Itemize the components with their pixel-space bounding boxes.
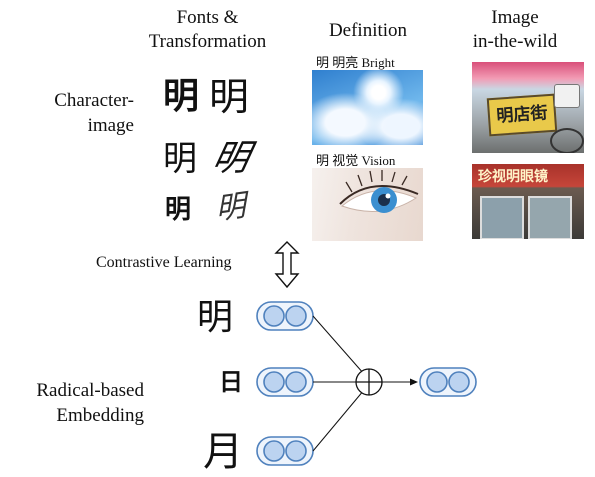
contrastive-label: Contrastive Learning — [96, 254, 232, 271]
sum-operator — [355, 368, 383, 396]
wild-image-shopfront: 珍视明眼镜 — [472, 164, 584, 239]
glyph-small: 明 — [165, 195, 192, 225]
radical-label-line2: Embedding — [56, 405, 144, 426]
glyph-bold: 明 — [163, 76, 200, 117]
definition-header: Definition — [328, 20, 408, 41]
line-moon-to-sum — [312, 389, 365, 452]
wild-image-street-sign: 明店街 — [472, 62, 584, 153]
bright-sky-image — [312, 70, 423, 145]
radical-whole-char: 明 — [197, 297, 234, 338]
line-whole-to-sum — [312, 315, 365, 375]
wild-header: Image in-the-wild — [460, 6, 570, 54]
fonts-header-line2: Transformation — [148, 31, 267, 52]
glyph-regular: 明 — [163, 139, 197, 179]
fonts-header: Fonts & Transformation — [130, 6, 285, 54]
embedding-sun — [256, 367, 314, 397]
character-image-label: Character- image — [10, 88, 134, 138]
contrastive-double-arrow — [274, 241, 300, 289]
embedding-moon — [256, 436, 314, 466]
embedding-whole — [256, 301, 314, 331]
bright-caption: 明 明亮 Bright — [316, 55, 395, 70]
embedding-output — [419, 367, 477, 397]
output-arrowhead — [410, 378, 418, 386]
wild-bicycle — [550, 128, 584, 153]
character-image-line1: Character- — [54, 90, 134, 111]
wild-header-line2: in-the-wild — [472, 31, 558, 52]
wild-sign-arrow — [554, 84, 580, 108]
vision-eye-image — [312, 168, 423, 241]
glyph-thin: 明 — [209, 75, 249, 119]
character-image-line2: image — [87, 115, 134, 136]
eye-illustration — [339, 170, 419, 213]
wild-shop-window-right — [528, 196, 572, 239]
radical-label-line1: Radical-based — [36, 380, 144, 401]
wild-sign2-text: 珍视明眼镜 — [478, 169, 548, 185]
wild-header-line1: Image — [491, 7, 539, 28]
radical-sun-char: 日 — [219, 368, 243, 396]
fonts-header-line1: Fonts & — [176, 7, 239, 28]
radical-embedding-label: Radical-based Embedding — [4, 378, 144, 428]
wild-shop-window-left — [480, 196, 524, 239]
radical-moon-char: 月 — [203, 429, 243, 475]
vision-caption: 明 视觉 Vision — [316, 153, 396, 168]
